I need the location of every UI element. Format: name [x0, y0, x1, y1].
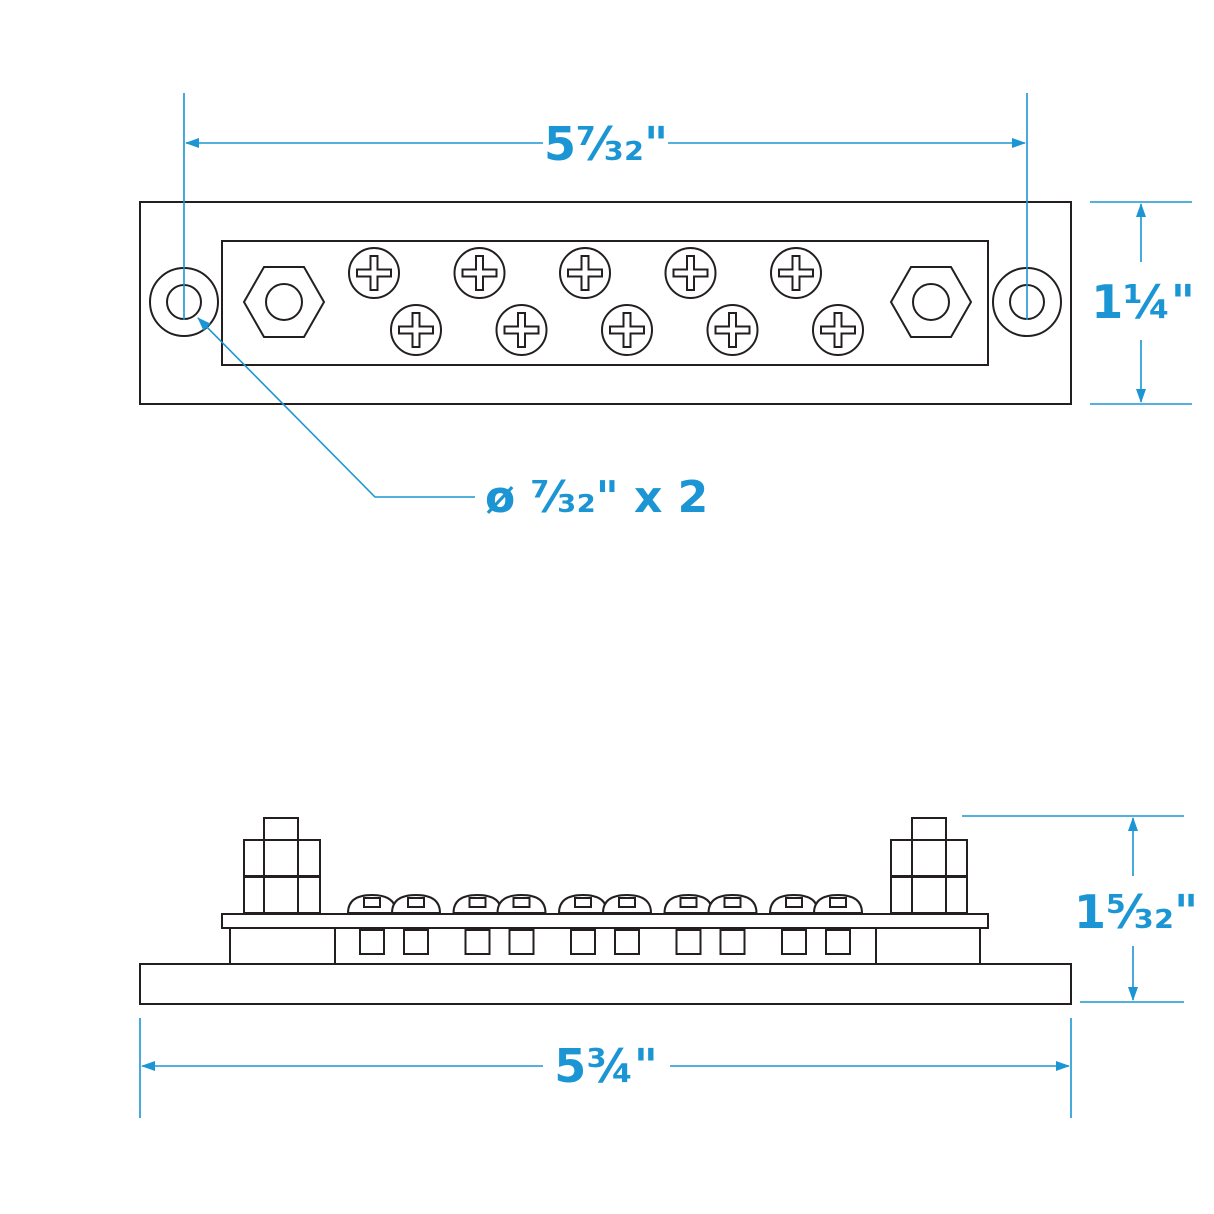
screw-clamp [719, 929, 746, 955]
hex-nut-icon [242, 266, 326, 338]
phillips-screw-icon [390, 304, 442, 356]
side-height-label: 1⁵⁄₃₂" [1074, 885, 1198, 939]
phillips-screw-icon [559, 247, 611, 299]
side-screw [601, 893, 653, 914]
top-base-plate [139, 201, 1072, 405]
side-screw-group [346, 893, 864, 955]
screw-clamp [570, 929, 596, 955]
top-view: 5⁷⁄₃₂" 1¼" ø ⁷⁄₃₂" x 2 [139, 93, 1195, 523]
side-screw [707, 893, 758, 914]
top-terminal-strip [221, 240, 989, 366]
side-screw [496, 893, 547, 914]
side-height-dimension: 1⁵⁄₃₂" [962, 815, 1198, 1003]
phillips-screw-icon [812, 304, 864, 356]
hole-callout-label: ø ⁷⁄₃₂" x 2 [485, 472, 708, 523]
screw-clamp [675, 929, 702, 955]
screw-clamp [359, 929, 385, 955]
side-screw [768, 893, 820, 914]
phillips-screw-icon [664, 247, 717, 299]
side-terminal-bar [221, 913, 989, 929]
screw-clamp [781, 929, 807, 955]
phillips-screw-icon [601, 304, 653, 356]
side-screw [452, 893, 503, 914]
phillips-screw-icon [770, 247, 822, 299]
terminal-screw-group [348, 247, 864, 356]
hex-nut-icon [889, 266, 973, 338]
side-width-label: 5¾" [554, 1039, 658, 1093]
side-lower-block [229, 927, 981, 965]
side-base-plate [139, 963, 1072, 1005]
top-width-label: 5⁷⁄₃₂" [544, 117, 668, 171]
side-screw [663, 893, 714, 914]
screw-clamp [508, 929, 535, 955]
screw-clamp [614, 929, 640, 955]
top-height-dimension: 1¼" [1090, 201, 1195, 405]
side-screw [812, 893, 864, 914]
side-screw [557, 893, 609, 914]
screw-clamp [464, 929, 491, 955]
phillips-screw-icon [495, 304, 548, 356]
screw-clamp [825, 929, 851, 955]
side-screw [390, 893, 442, 914]
side-view: 1⁵⁄₃₂" 5¾" [139, 815, 1198, 1118]
phillips-screw-icon [348, 247, 400, 299]
phillips-screw-icon [706, 304, 759, 356]
hole-callout: ø ⁷⁄₃₂" x 2 [197, 317, 708, 523]
side-width-dimension: 5¾" [139, 1018, 1072, 1118]
screw-clamp [403, 929, 429, 955]
top-width-dimension: 5⁷⁄₃₂" [183, 93, 1028, 320]
hex-nut-icon [243, 817, 321, 914]
side-screw [346, 893, 398, 914]
top-height-label: 1¼" [1091, 275, 1195, 329]
phillips-screw-icon [453, 247, 506, 299]
hex-nut-icon [890, 817, 968, 914]
